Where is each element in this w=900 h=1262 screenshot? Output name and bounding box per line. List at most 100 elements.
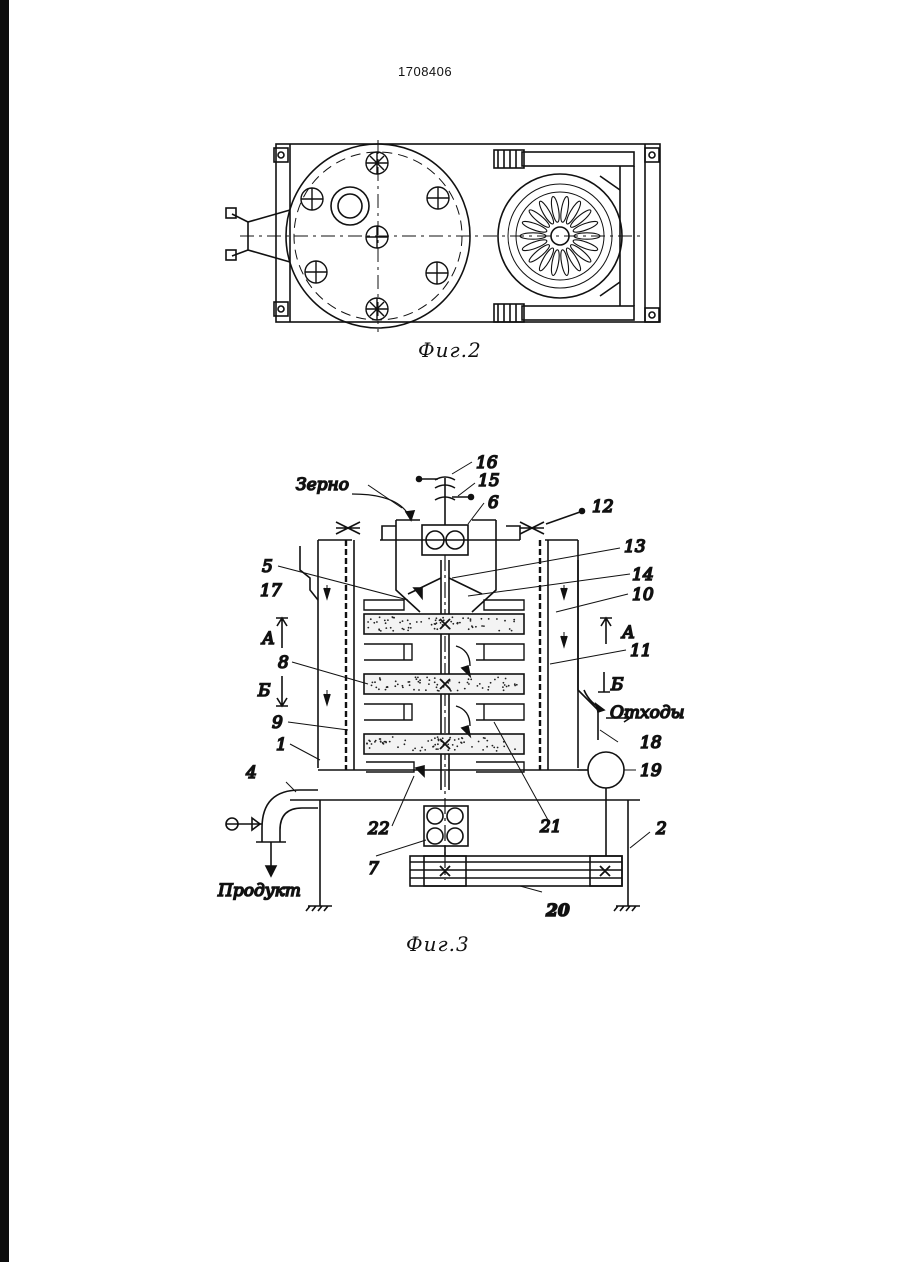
abrasive-dot (457, 690, 459, 692)
section-mark-b-right: Б (610, 675, 624, 695)
label-2: 2 (655, 819, 667, 839)
abrasive-dot (468, 678, 470, 680)
abrasive-dot (375, 740, 377, 742)
abrasive-dot (437, 743, 439, 745)
abrasive-dot (435, 748, 437, 750)
abrasive-dot (461, 737, 463, 739)
abrasive-dot (416, 621, 418, 623)
abrasive-dot (514, 685, 516, 687)
abrasive-dot (437, 736, 439, 738)
abrasive-dot (486, 746, 488, 748)
abrasive-dot (427, 740, 429, 742)
abrasive-dot (402, 685, 404, 687)
abrasive-dot (391, 616, 393, 618)
label-17: 17 (260, 581, 282, 601)
abrasive-dot (442, 737, 444, 739)
abrasive-dot (438, 690, 440, 692)
abrasive-dot (447, 744, 449, 746)
abrasive-dot (467, 617, 469, 619)
abrasive-dot (467, 682, 469, 684)
abrasive-dot (369, 747, 371, 749)
figure-3-caption: Фиг.3 (406, 932, 470, 956)
abrasive-dot (447, 749, 449, 751)
label-11: 11 (630, 641, 652, 661)
abrasive-dot (379, 616, 381, 618)
abrasive-dot (450, 690, 452, 692)
abrasive-dot (459, 622, 461, 624)
abrasive-dot (479, 683, 481, 685)
abrasive-dot (477, 685, 479, 687)
abrasive-dot (429, 679, 431, 681)
abrasive-dot (380, 741, 382, 743)
abrasive-dot (434, 681, 436, 683)
abrasive-dot (504, 620, 506, 622)
label-22: 22 (367, 819, 390, 839)
label-9: 9 (272, 713, 283, 733)
abrasive-dot (378, 629, 380, 631)
abrasive-dot (382, 742, 384, 744)
abrasive-dot (426, 677, 428, 679)
abrasive-dot (404, 743, 406, 745)
abrasive-dot (410, 627, 412, 629)
abrasive-dot (514, 748, 516, 750)
abrasive-dot (395, 680, 397, 682)
label-15: 15 (478, 471, 500, 491)
abrasive-dot (463, 741, 465, 743)
label-6: 6 (488, 493, 499, 513)
abrasive-dot (470, 679, 472, 681)
abrasive-dot (414, 748, 416, 750)
abrasive-dot (436, 686, 438, 688)
abrasive-dot (412, 749, 414, 751)
abrasive-dot (468, 683, 470, 685)
abrasive-dot (385, 622, 387, 624)
abrasive-dot (458, 682, 460, 684)
abrasive-dot (404, 740, 406, 742)
abrasive-dot (402, 628, 404, 630)
abrasive-dot (457, 623, 459, 625)
abrasive-dot (487, 689, 489, 691)
abrasive-dot (502, 686, 504, 688)
abrasive-dot (385, 627, 387, 629)
abrasive-dot (380, 630, 382, 632)
abrasive-dot (464, 688, 466, 690)
abrasive-dot (470, 618, 472, 620)
label-7: 7 (368, 859, 379, 879)
abrasive-dot (488, 618, 490, 620)
abrasive-dot (385, 689, 387, 691)
abrasive-dot (390, 627, 392, 629)
label-product: Продукт (217, 881, 301, 901)
abrasive-dot (471, 746, 473, 748)
abrasive-dot (503, 682, 505, 684)
abrasive-dot (494, 679, 496, 681)
abrasive-dot (462, 617, 464, 619)
abrasive-dot (458, 738, 460, 740)
abrasive-dot (392, 736, 394, 738)
abrasive-dot (371, 743, 373, 745)
abrasive-dot (394, 685, 396, 687)
label-12: 12 (592, 497, 614, 517)
abrasive-dot (456, 745, 458, 747)
abrasive-dot (503, 746, 505, 748)
label-10: 10 (632, 585, 654, 605)
abrasive-dot (418, 681, 420, 683)
label-5: 5 (262, 557, 273, 577)
abrasive-dot (367, 621, 369, 623)
abrasive-dot (436, 622, 438, 624)
abrasive-dot (409, 681, 411, 683)
abrasive-dot (472, 626, 474, 628)
abrasive-dot (424, 749, 426, 751)
abrasive-dot (428, 683, 430, 685)
abrasive-dot (413, 689, 415, 691)
abrasive-dot (431, 739, 433, 741)
abrasive-dot (454, 749, 456, 751)
abrasive-dot (496, 750, 498, 752)
abrasive-dot (418, 689, 420, 691)
abrasive-dot (493, 747, 495, 749)
abrasive-dot (434, 744, 436, 746)
abrasive-dot (435, 619, 437, 621)
abrasive-dot (483, 625, 485, 627)
abrasive-dot (484, 737, 486, 739)
abrasive-dot (434, 628, 436, 630)
abrasive-dot (497, 677, 499, 679)
